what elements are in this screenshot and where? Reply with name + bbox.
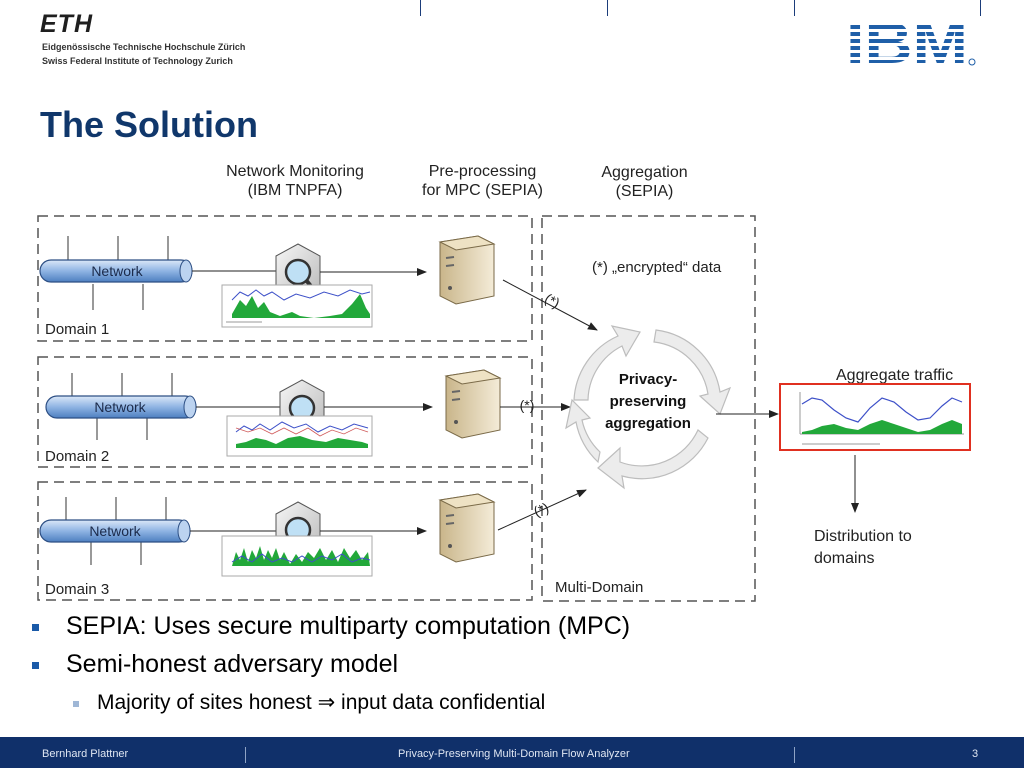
traffic-chart-3 [221,535,373,577]
sub-bullet-item: Majority of sites honest ⇒ input data co… [97,691,546,714]
domain-3-box [37,481,533,601]
bullet-marker [32,662,39,669]
aggregation-label-line: Privacy- [619,371,677,388]
server-2-icon [444,369,502,439]
header-tick [420,0,421,16]
domain-3-label: Domain 3 [45,581,109,598]
footer-page-number: 3 [972,748,979,760]
footer-title: Privacy-Preserving Multi-Domain Flow Ana… [398,748,630,760]
bullet-marker [32,624,39,631]
column-header-aggregation: Aggregation (SEPIA) [572,163,717,201]
multi-domain-box [541,215,756,602]
eth-name-english: Swiss Federal Institute of Technology Zu… [42,56,233,66]
column-header-line: Pre-processing [428,163,537,180]
header-tick [607,0,608,16]
bullet-item: Semi-honest adversary model [66,650,399,678]
encrypted-marker: (*) [520,397,535,413]
domain-1-box [37,215,533,342]
distribution-label-line: domains [814,550,874,567]
aggregation-label-line: aggregation [605,415,691,432]
server-1-icon [438,235,496,305]
domain-2-label: Domain 2 [45,448,109,465]
bullet-item: SEPIA: Uses secure multiparty computatio… [66,612,631,640]
column-header-line: (SEPIA) [615,183,674,200]
distribution-label-line: Distribution to [814,528,912,545]
ibm-logo-text: IBM [846,16,968,66]
network-label: Network [94,399,146,415]
multi-domain-label: Multi-Domain [555,579,643,596]
column-header-line: (IBM TNPFA) [247,182,343,199]
column-header-line: Aggregation [601,164,688,181]
slide-title: The Solution [40,104,258,145]
server-3-icon [438,493,496,563]
column-header-monitoring: Network Monitoring (IBM TNPFA) [200,162,390,200]
header-tick [794,0,795,16]
column-header-line: for MPC (SEPIA) [422,182,543,199]
encrypted-data-note: (*) „encrypted“ data [592,259,722,276]
ibm-logo: IBM [846,16,976,66]
traffic-chart-1 [221,284,373,328]
eth-logo: ETH [40,10,93,38]
footer-separator [245,747,246,763]
domain-2-box [37,356,533,468]
domain-3-network: Network [39,497,191,565]
network-label: Network [89,523,141,539]
domain-2-network: Network [45,373,197,440]
network-label: Network [91,263,143,279]
traffic-chart-2 [226,415,373,457]
registered-icon [968,58,976,66]
aggregate-traffic-chart [779,383,971,451]
sub-bullet-marker [73,701,79,707]
footer-author: Bernhard Plattner [42,748,129,760]
encrypted-marker: (*) [531,499,551,519]
domain-1-label: Domain 1 [45,321,109,338]
aggregate-traffic-label: Aggregate traffic [836,367,953,384]
eth-name-german: Eidgenössische Technische Hochschule Zür… [42,42,246,52]
footer-bar: Bernhard Plattner Privacy-Preserving Mul… [0,737,1024,768]
aggregation-label-line: preserving [610,393,687,410]
domain-1-network: Network [39,236,193,310]
footer-separator [794,747,795,763]
column-header-preprocessing: Pre-processing for MPC (SEPIA) [395,162,570,200]
header-tick [980,0,981,16]
encrypted-marker: (*) [542,290,563,311]
column-header-line: Network Monitoring [226,163,364,180]
